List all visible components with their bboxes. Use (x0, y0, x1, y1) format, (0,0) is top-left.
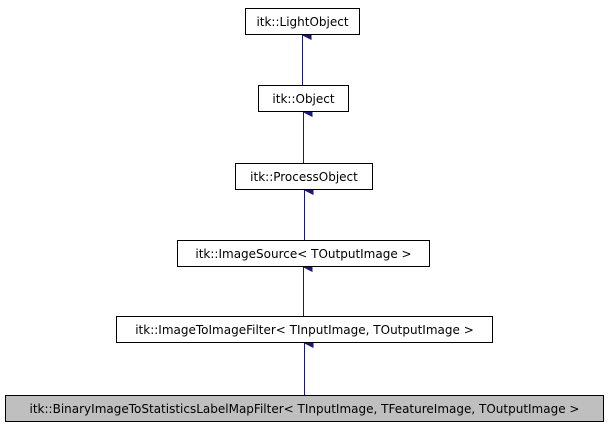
nodes-layer: itk::LightObjectitk::Objectitk::ProcessO… (5, 8, 604, 422)
class-node-box (235, 163, 373, 190)
class-node-light-object[interactable]: itk::LightObject (245, 8, 360, 35)
edges-layer (303, 35, 305, 395)
class-node-binary-image-to-statistics-label-map-filter: itk::BinaryImageToStatisticsLabelMapFilt… (5, 395, 604, 422)
class-node-box (177, 240, 430, 267)
class-node-object[interactable]: itk::Object (258, 85, 349, 112)
class-node-label: itk::ProcessObject (250, 170, 358, 184)
class-node-process-object[interactable]: itk::ProcessObject (235, 163, 373, 190)
class-node-label: itk::LightObject (256, 15, 348, 29)
class-node-image-to-image-filter[interactable]: itk::ImageToImageFilter< TInputImage, TO… (116, 316, 493, 343)
class-node-box (116, 316, 493, 343)
class-node-box (5, 395, 604, 422)
class-node-box (258, 85, 349, 112)
class-node-label: itk::ImageToImageFilter< TInputImage, TO… (135, 323, 474, 337)
class-node-label: itk::BinaryImageToStatisticsLabelMapFilt… (30, 402, 580, 416)
class-node-label: itk::Object (272, 92, 334, 106)
class-node-image-source[interactable]: itk::ImageSource< TOutputImage > (177, 240, 430, 267)
class-node-label: itk::ImageSource< TOutputImage > (195, 247, 411, 261)
class-node-box (245, 8, 360, 35)
